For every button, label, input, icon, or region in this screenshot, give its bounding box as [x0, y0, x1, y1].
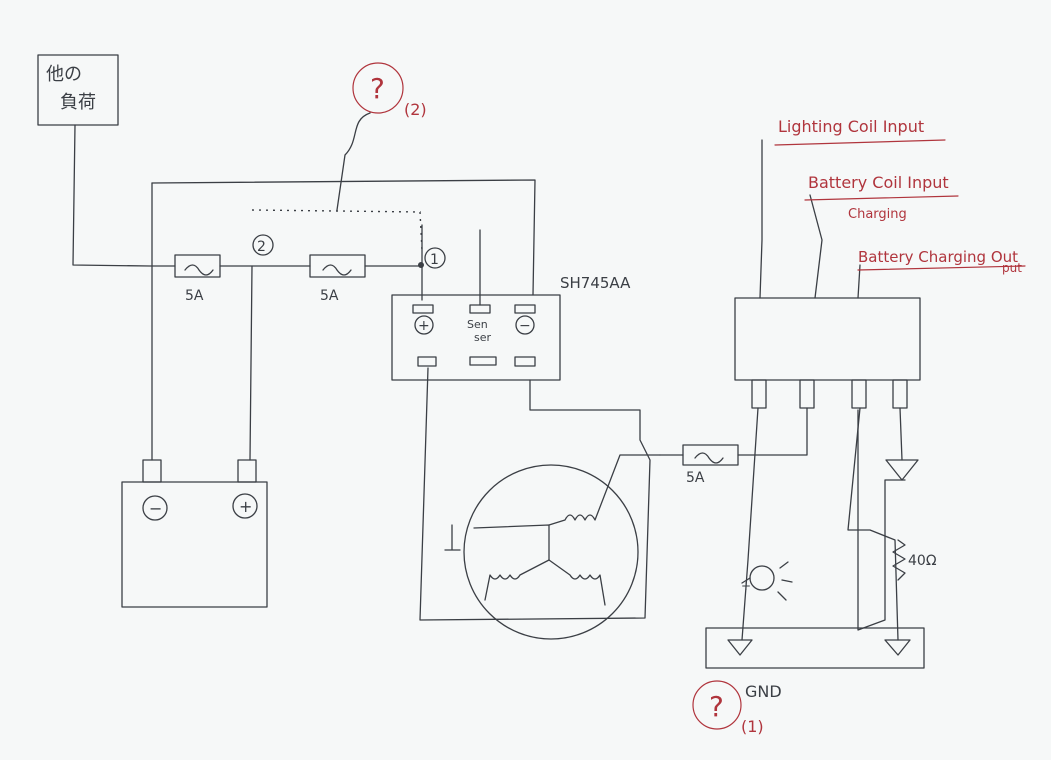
battery-minus: − [149, 499, 162, 518]
battery-coil-label: Battery Coil Input [808, 173, 949, 192]
battery-plus: + [239, 497, 252, 516]
fuse-left: 5A [174, 254, 221, 304]
svg-text:+: + [741, 579, 751, 593]
resistor-label: 40Ω [908, 553, 937, 569]
gnd-label: GND [745, 682, 782, 701]
fuse-middle: 5A [309, 254, 366, 304]
charging-label: Charging [848, 207, 907, 222]
node-2-label: 2 [257, 239, 266, 255]
other-load-line1: 他の [46, 64, 82, 85]
lamp: + [741, 561, 793, 601]
node-2: 2 [252, 234, 274, 256]
regulator-model: SH745AA [560, 274, 631, 292]
node-1-label: 1 [430, 252, 439, 268]
regulator-sensor-1: Sen [467, 318, 488, 331]
output-connector [734, 139, 921, 641]
other-load-line2: 負荷 [60, 92, 96, 113]
fuse-right: 5A [659, 407, 808, 486]
question-1-number: (1) [741, 717, 764, 736]
question-1-symbol: ? [709, 690, 724, 723]
lighting-coil-label: Lighting Coil Input [778, 117, 924, 136]
question-2-symbol: ? [370, 72, 385, 105]
ground-block: GND [705, 627, 925, 701]
battery-out-label-2: put [1002, 261, 1022, 275]
battery-out-label-1: Battery Charging Out [858, 248, 1018, 266]
regulator-plus: + [418, 318, 430, 334]
regulator-sensor-2: ser [474, 331, 491, 344]
battery: − + [121, 459, 268, 608]
regulator-sh745aa: SH745AA + Sen ser − [391, 274, 631, 381]
fuse-left-label: 5A [185, 288, 204, 304]
output-labels: Lighting Coil Input Battery Coil Input C… [774, 117, 1026, 275]
question-1: ? (1) [692, 680, 764, 736]
fuse-right-label: 5A [686, 470, 705, 486]
node-1: 1 [418, 247, 446, 269]
fuse-middle-label: 5A [320, 288, 339, 304]
left-wiring [72, 124, 651, 621]
stator [444, 454, 661, 640]
question-2: ? (2) [336, 62, 427, 211]
resistor: 40Ω [892, 539, 937, 581]
question-2-number: (2) [404, 100, 427, 119]
regulator-minus: − [519, 318, 531, 334]
other-load-box: 他の 負荷 [37, 54, 119, 126]
